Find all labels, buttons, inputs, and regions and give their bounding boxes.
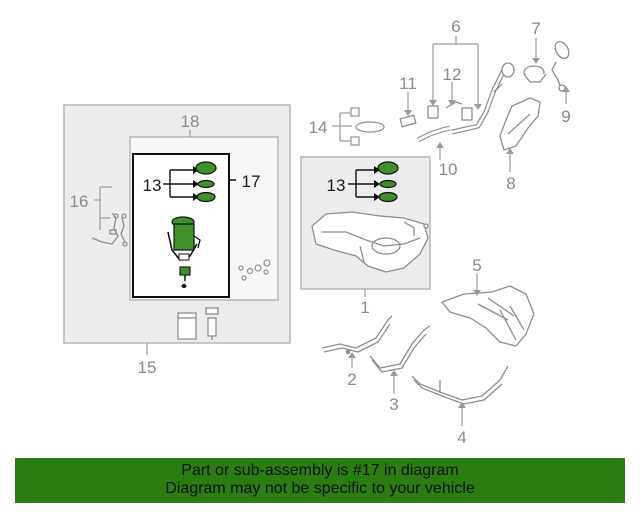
callout-2: 2 [347,370,356,389]
fuel-pump-module [167,216,201,288]
seal-stack-left [163,161,217,203]
heat-shield-5 [440,285,535,347]
callout-15: 15 [138,358,157,377]
fuel-tank [311,211,429,273]
tank-strap-4 [411,365,509,405]
callout-7: 7 [531,19,540,38]
filler-cap-7-and-cable-9 [523,40,570,92]
leader-16 [94,186,112,230]
callout-6: 6 [451,17,460,36]
seal-stack-right [348,161,399,203]
callout-18: 18 [181,112,200,131]
fuel-system-exploded-diagram: 18 13 17 16 15 13 1 14 11 12 6 7 9 8 10 … [63,17,571,447]
callout-10: 10 [439,160,458,179]
callout-4: 4 [457,428,466,447]
notice-line-1: Part or sub-assembly is #17 in diagram [181,462,459,479]
callout-13-left: 13 [143,176,162,195]
fuel-filter-and-fitting [177,307,219,340]
leader-arrows [348,58,570,408]
callout-13-right: 13 [327,176,346,195]
callout-17: 17 [242,172,261,191]
notice-banner: Part or sub-assembly is #17 in diagram D… [15,458,625,503]
tank-strap-2 [321,315,393,355]
splash-shield-8 [499,97,541,151]
harness-part-16 [91,212,128,247]
callout-1: 1 [360,298,369,317]
fuel-level-sender-14 [332,107,385,146]
callout-16: 16 [70,192,89,211]
tank-strap-3 [369,325,431,373]
callout-14: 14 [309,118,328,137]
small-fasteners [238,259,271,281]
callout-9: 9 [561,107,570,126]
callout-11: 11 [399,74,417,93]
callout-3: 3 [389,395,398,414]
notice-line-2: Diagram may not be specific to your vehi… [165,480,475,497]
callout-5: 5 [472,256,481,275]
fuel-filler-pipe-assembly [399,62,515,143]
callout-8: 8 [506,174,515,193]
callout-12: 12 [443,65,462,84]
